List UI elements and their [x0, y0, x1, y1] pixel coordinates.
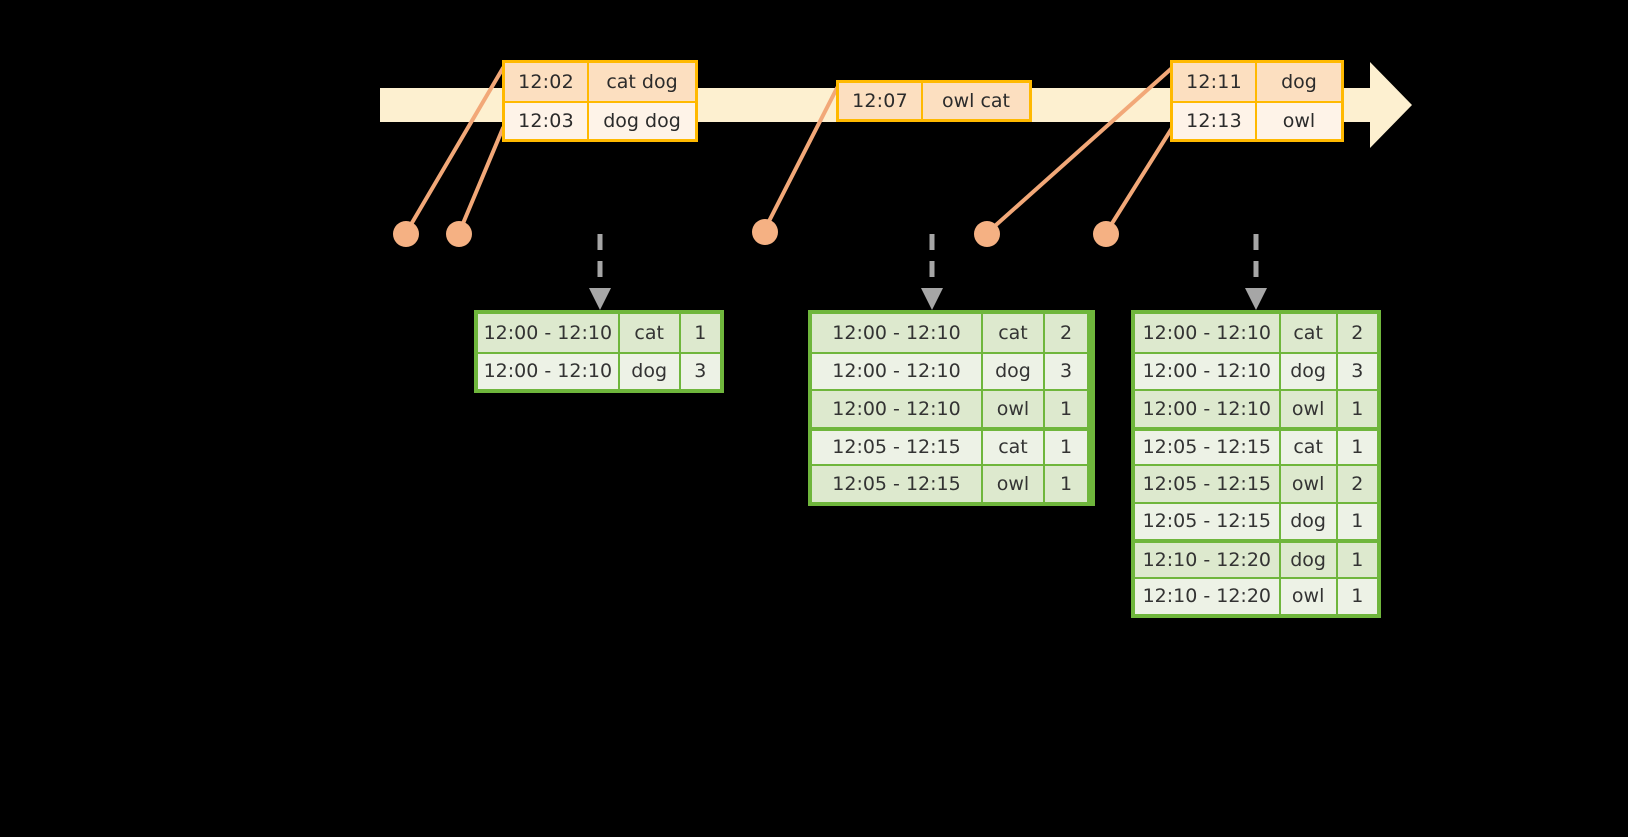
table-row[interactable]: 12:10 - 12:20 owl 1 — [1135, 576, 1378, 614]
event-time: 12:07 — [839, 83, 923, 119]
result-table-3[interactable]: 12:00 - 12:10 cat 2 12:00 - 12:10 dog 3 … — [1131, 310, 1381, 618]
trigger-arrow-1 — [589, 234, 611, 310]
trigger-arrows — [589, 234, 1267, 310]
count-cell: 1 — [680, 314, 721, 352]
count-cell: 1 — [1045, 430, 1087, 464]
word-cell: dog — [619, 353, 681, 389]
window-cell: 12:05 - 12:15 — [812, 430, 983, 464]
count-cell: 1 — [1337, 430, 1378, 464]
window-cell: 12:05 - 12:15 — [1135, 466, 1281, 502]
event-dots — [393, 219, 1119, 247]
event-box-1[interactable]: 12:02 cat dog 12:03 dog dog — [502, 60, 698, 142]
word-cell: dog — [1280, 543, 1338, 577]
trigger-arrow-2 — [921, 234, 943, 310]
table-row[interactable]: 12:00 - 12:10 dog 3 — [812, 351, 1091, 389]
window-cell: 12:05 - 12:15 — [812, 466, 983, 502]
count-cell: 2 — [1045, 314, 1087, 352]
count-cell: 2 — [1337, 314, 1378, 352]
event-row[interactable]: 12:02 cat dog — [505, 63, 695, 101]
count-cell: 1 — [1045, 391, 1087, 427]
result-table-1[interactable]: 12:00 - 12:10 cat 1 12:00 - 12:10 dog 3 — [474, 310, 724, 393]
event-row[interactable]: 12:03 dog dog — [505, 101, 695, 139]
window-cell: 12:00 - 12:10 — [1135, 391, 1281, 427]
word-cell: owl — [1280, 391, 1338, 427]
count-cell: 2 — [1337, 466, 1378, 502]
event-row[interactable]: 12:13 owl — [1173, 101, 1341, 139]
count-cell: 1 — [1337, 503, 1378, 539]
table-row[interactable]: 12:00 - 12:10 owl 1 — [812, 389, 1091, 427]
window-cell: 12:00 - 12:10 — [812, 391, 983, 427]
count-cell: 3 — [1045, 353, 1087, 389]
window-cell: 12:10 - 12:20 — [1135, 543, 1281, 577]
event-dot-2 — [446, 221, 472, 247]
count-cell: 1 — [1337, 578, 1378, 614]
word-cell: cat — [1280, 430, 1338, 464]
word-cell: owl — [1280, 466, 1338, 502]
trigger-arrow-3 — [1245, 234, 1267, 310]
event-dot-5 — [1093, 221, 1119, 247]
word-cell: owl — [983, 391, 1045, 427]
table-row[interactable]: 12:00 - 12:10 cat 1 — [478, 314, 721, 352]
count-cell: 1 — [1337, 391, 1378, 427]
table-row[interactable]: 12:00 - 12:10 cat 2 — [1135, 314, 1378, 352]
event-row[interactable]: 12:11 dog — [1173, 63, 1341, 101]
word-cell: cat — [983, 430, 1045, 464]
window-cell: 12:00 - 12:10 — [812, 353, 983, 389]
event-words: dog — [1257, 63, 1341, 101]
table-row[interactable]: 12:05 - 12:15 dog 1 — [1135, 501, 1378, 539]
table-row[interactable]: 12:10 - 12:20 dog 1 — [1135, 539, 1378, 577]
word-cell: owl — [1280, 578, 1338, 614]
event-dot-3 — [752, 219, 778, 245]
table-row[interactable]: 12:05 - 12:15 cat 1 — [1135, 426, 1378, 464]
table-row[interactable]: 12:05 - 12:15 owl 2 — [1135, 464, 1378, 502]
event-dot-4 — [974, 221, 1000, 247]
event-time: 12:03 — [505, 103, 589, 139]
word-cell: dog — [1280, 353, 1338, 389]
count-cell: 3 — [680, 353, 721, 389]
result-table-2[interactable]: 12:00 - 12:10 cat 2 12:00 - 12:10 dog 3 … — [808, 310, 1095, 506]
connector-line-2 — [457, 126, 505, 235]
event-words: cat dog — [589, 63, 695, 101]
table-row[interactable]: 12:00 - 12:10 dog 3 — [478, 351, 721, 389]
window-cell: 12:00 - 12:10 — [478, 353, 620, 389]
table-row[interactable]: 12:05 - 12:15 owl 1 — [812, 464, 1091, 502]
event-time: 12:02 — [505, 63, 589, 101]
count-cell: 1 — [1045, 466, 1087, 502]
count-cell: 1 — [1337, 543, 1378, 577]
word-cell: owl — [983, 466, 1045, 502]
window-cell: 12:00 - 12:10 — [478, 314, 620, 352]
window-cell: 12:00 - 12:10 — [812, 314, 983, 352]
event-box-3[interactable]: 12:11 dog 12:13 owl — [1170, 60, 1344, 142]
event-words: dog dog — [589, 103, 695, 139]
word-cell: cat — [619, 314, 681, 352]
window-cell: 12:10 - 12:20 — [1135, 578, 1281, 614]
event-dot-1 — [393, 221, 419, 247]
event-time: 12:11 — [1173, 63, 1257, 101]
count-cell: 3 — [1337, 353, 1378, 389]
event-time: 12:13 — [1173, 103, 1257, 139]
word-cell: dog — [983, 353, 1045, 389]
connector-line-3 — [762, 86, 839, 233]
connector-line-1 — [404, 66, 505, 235]
event-row[interactable]: 12:07 owl cat — [839, 83, 1029, 119]
event-words: owl — [1257, 103, 1341, 139]
word-cell: cat — [983, 314, 1045, 352]
table-row[interactable]: 12:00 - 12:10 dog 3 — [1135, 351, 1378, 389]
table-row[interactable]: 12:05 - 12:15 cat 1 — [812, 426, 1091, 464]
event-words: owl cat — [923, 83, 1029, 119]
event-box-2[interactable]: 12:07 owl cat — [836, 80, 1032, 122]
window-cell: 12:00 - 12:10 — [1135, 353, 1281, 389]
table-row[interactable]: 12:00 - 12:10 cat 2 — [812, 314, 1091, 352]
window-cell: 12:05 - 12:15 — [1135, 430, 1281, 464]
connector-line-5 — [1104, 126, 1174, 235]
table-row[interactable]: 12:00 - 12:10 owl 1 — [1135, 389, 1378, 427]
word-cell: dog — [1280, 503, 1338, 539]
word-cell: cat — [1280, 314, 1338, 352]
window-cell: 12:00 - 12:10 — [1135, 314, 1281, 352]
window-cell: 12:05 - 12:15 — [1135, 503, 1281, 539]
